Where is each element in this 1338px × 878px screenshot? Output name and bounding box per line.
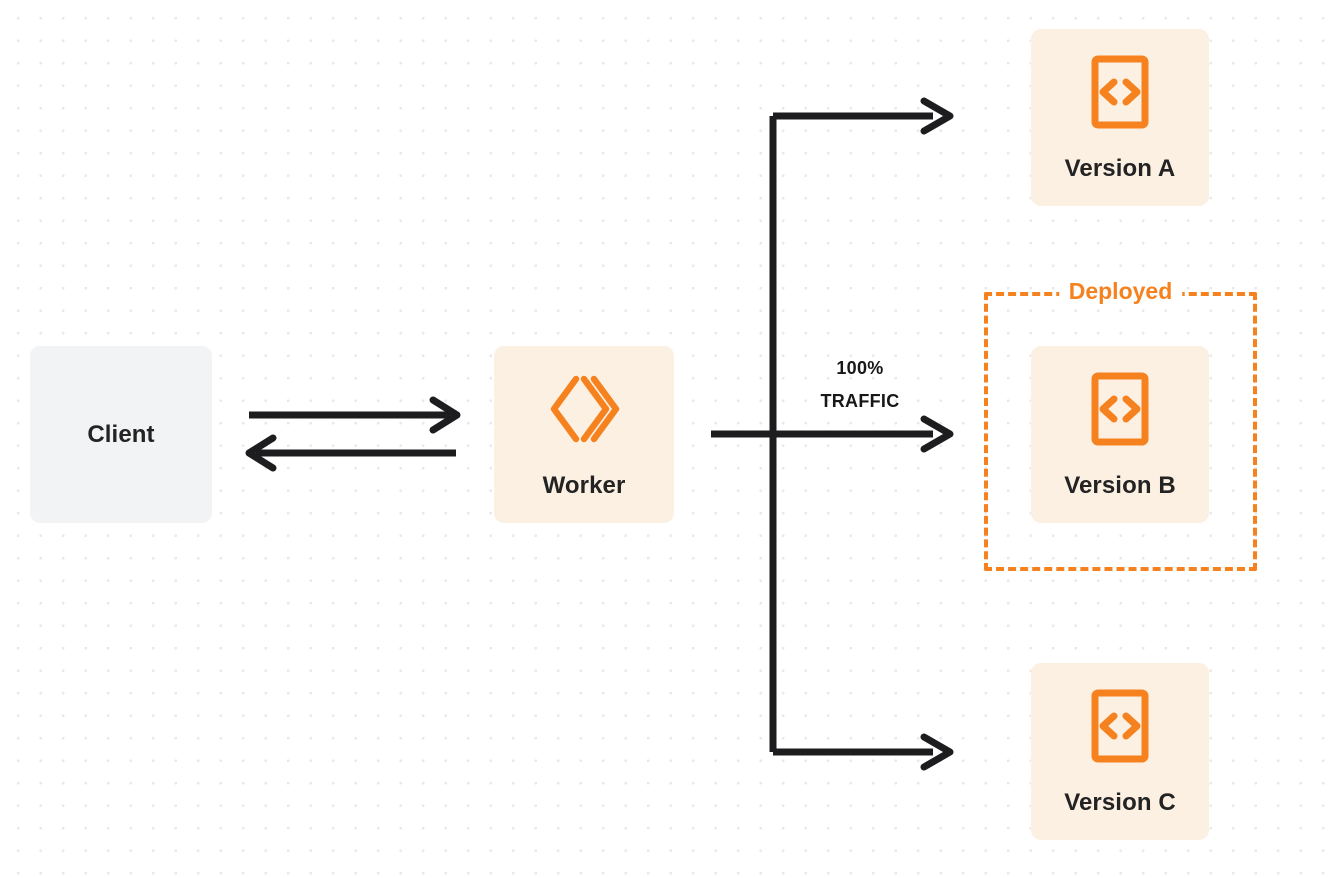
node-version-a[interactable]: Version A bbox=[1031, 29, 1209, 206]
traffic-percent: 100% bbox=[836, 358, 884, 378]
node-version-c[interactable]: Version C bbox=[1031, 663, 1209, 840]
cloudflare-workers-logo-icon bbox=[546, 371, 622, 452]
node-version-b-label: Version B bbox=[1064, 472, 1176, 499]
code-file-icon bbox=[1090, 54, 1150, 135]
edge-worker-to-client-return bbox=[245, 434, 456, 472]
code-file-icon bbox=[1090, 688, 1150, 769]
node-version-c-label: Version C bbox=[1064, 789, 1176, 816]
node-worker[interactable]: Worker bbox=[494, 346, 674, 523]
node-client-label: Client bbox=[87, 420, 155, 448]
edge-to-version-c bbox=[773, 733, 954, 771]
edge-to-version-a bbox=[773, 97, 954, 135]
group-deployed: Deployed bbox=[984, 280, 1257, 571]
traffic-label: 100% TRAFFIC bbox=[790, 352, 930, 419]
edge-client-to-worker-forward bbox=[249, 396, 461, 434]
node-version-b[interactable]: Version B bbox=[1031, 346, 1209, 523]
code-file-icon bbox=[1090, 371, 1150, 452]
traffic-word: TRAFFIC bbox=[820, 391, 900, 412]
edge-to-version-b bbox=[773, 415, 954, 453]
node-client[interactable]: Client bbox=[30, 346, 212, 523]
node-version-a-label: Version A bbox=[1064, 155, 1176, 182]
group-deployed-label: Deployed bbox=[1058, 280, 1183, 303]
node-worker-label: Worker bbox=[542, 472, 626, 499]
